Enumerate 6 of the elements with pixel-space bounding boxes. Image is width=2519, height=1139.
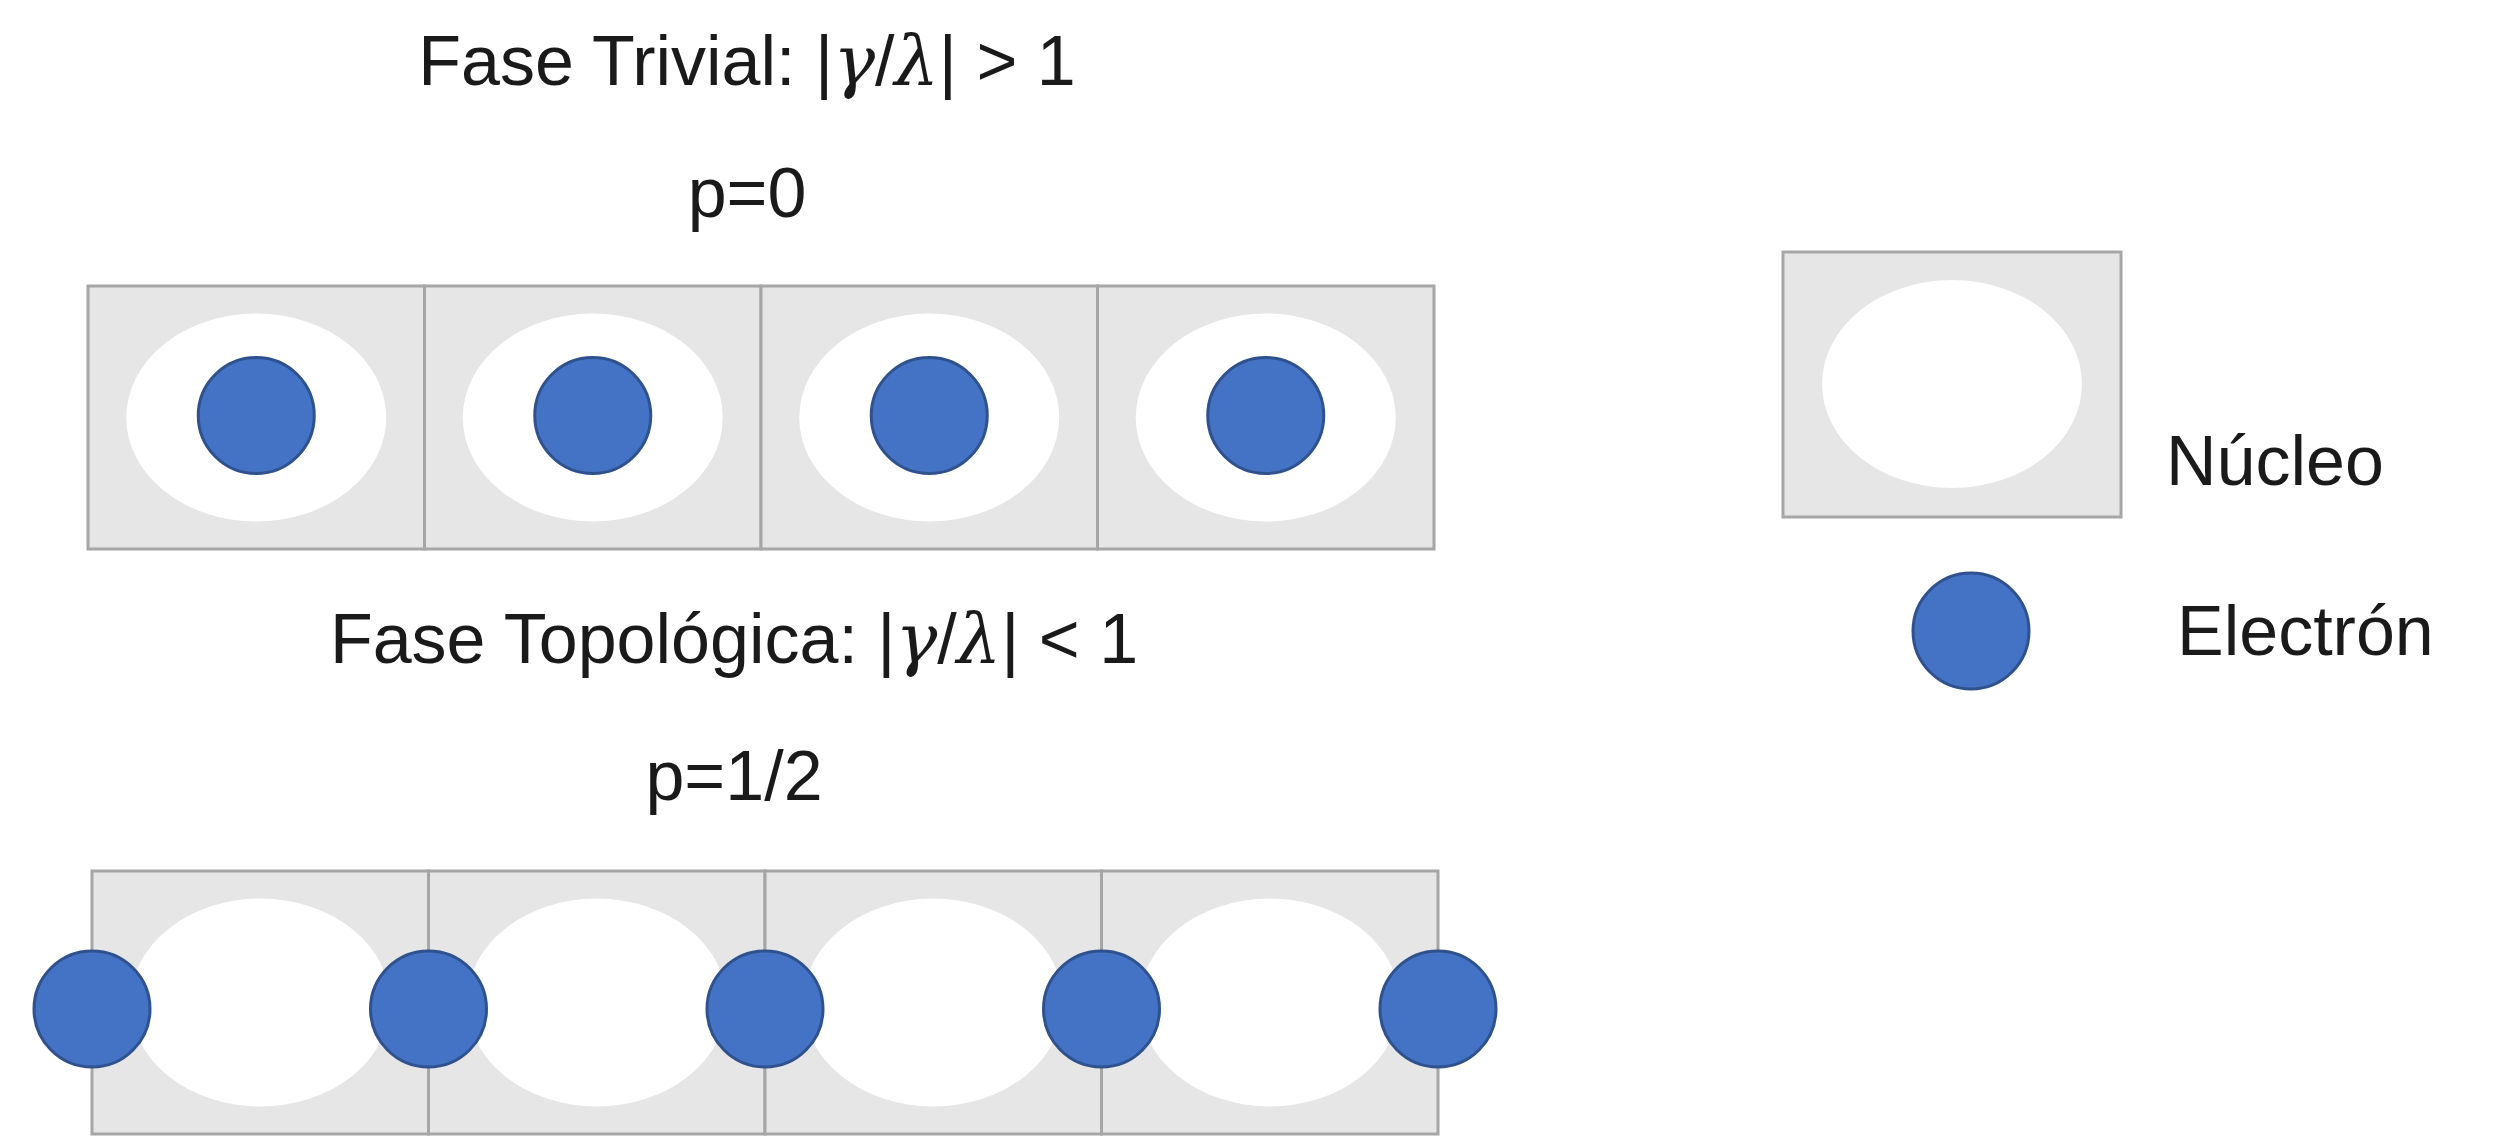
polarization-label: p=1/2 <box>645 737 823 815</box>
legend-label: Núcleo <box>2166 422 2384 500</box>
phase-heading: Fase Trivial: |γ/λ| > 1 <box>418 22 1076 100</box>
polarization-label: p=0 <box>687 154 807 232</box>
phase-heading: Fase Topológica: |γ/λ| < 1 <box>329 600 1139 678</box>
legend-label: Electrón <box>2177 592 2434 670</box>
